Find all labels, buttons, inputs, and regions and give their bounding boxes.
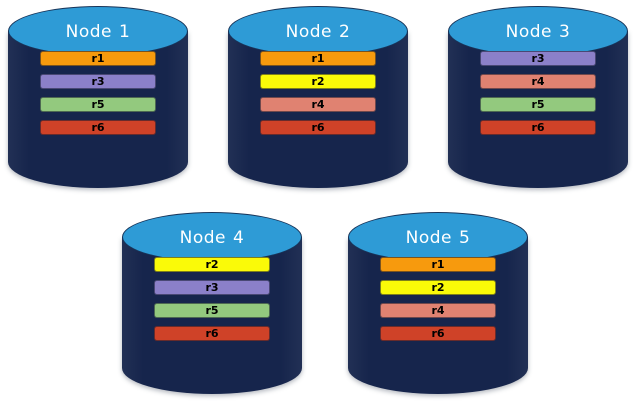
replica-bar[interactable]: r6 xyxy=(154,326,270,341)
replica-bar[interactable]: r1 xyxy=(40,51,156,66)
node-2-replica-list: r1 r2 r4 r6 xyxy=(260,51,376,135)
replica-bar[interactable]: r1 xyxy=(260,51,376,66)
replica-label: r6 xyxy=(311,121,325,134)
replica-bar[interactable]: r5 xyxy=(480,97,596,112)
replica-bar[interactable]: r1 xyxy=(380,257,496,272)
node-3-replica-list: r3 r4 r5 r6 xyxy=(480,51,596,135)
replica-bar[interactable]: r6 xyxy=(480,120,596,135)
replica-bar[interactable]: r6 xyxy=(40,120,156,135)
replica-bar[interactable]: r2 xyxy=(154,257,270,272)
replica-label: r6 xyxy=(431,327,445,340)
replica-label: r3 xyxy=(205,281,219,294)
replica-label: r5 xyxy=(91,98,105,111)
replica-label: r3 xyxy=(91,75,105,88)
replica-bar[interactable]: r3 xyxy=(154,280,270,295)
replica-bar[interactable]: r4 xyxy=(260,97,376,112)
replica-label: r1 xyxy=(431,258,445,271)
replica-label: r5 xyxy=(531,98,545,111)
replica-label: r6 xyxy=(91,121,105,134)
replica-label: r2 xyxy=(311,75,325,88)
replica-label: r2 xyxy=(431,281,445,294)
replica-bar[interactable]: r5 xyxy=(154,303,270,318)
replica-label: r4 xyxy=(531,75,545,88)
replica-label: r2 xyxy=(205,258,219,271)
replica-label: r4 xyxy=(431,304,445,317)
replica-bar[interactable]: r6 xyxy=(380,326,496,341)
replica-label: r3 xyxy=(531,52,545,65)
replica-bar[interactable]: r2 xyxy=(380,280,496,295)
replica-label: r1 xyxy=(91,52,105,65)
replica-bar[interactable]: r4 xyxy=(380,303,496,318)
replica-label: r1 xyxy=(311,52,325,65)
node-1-replica-list: r1 r3 r5 r6 xyxy=(40,51,156,135)
replica-bar[interactable]: r5 xyxy=(40,97,156,112)
node-5-cylinder-body xyxy=(348,237,528,394)
replica-label: r6 xyxy=(531,121,545,134)
replica-bar[interactable]: r4 xyxy=(480,74,596,89)
replica-label: r6 xyxy=(205,327,219,340)
replica-bar[interactable]: r3 xyxy=(40,74,156,89)
node-4-replica-list: r2 r3 r5 r6 xyxy=(154,257,270,341)
replica-label: r4 xyxy=(311,98,325,111)
replica-bar[interactable]: r2 xyxy=(260,74,376,89)
replica-bar[interactable]: r6 xyxy=(260,120,376,135)
replica-bar[interactable]: r3 xyxy=(480,51,596,66)
replica-label: r5 xyxy=(205,304,219,317)
node-4-cylinder-body xyxy=(122,237,302,394)
node-5-replica-list: r1 r2 r4 r6 xyxy=(380,257,496,341)
